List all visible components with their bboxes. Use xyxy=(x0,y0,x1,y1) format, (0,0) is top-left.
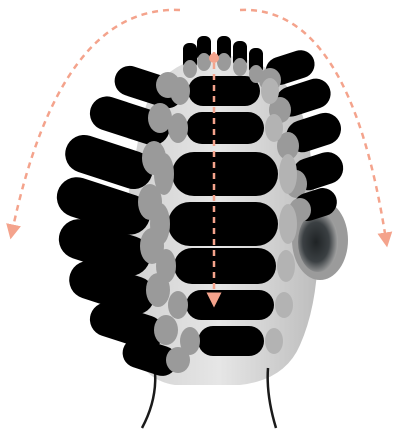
crown-roller xyxy=(249,48,263,83)
crown-roller xyxy=(183,43,197,78)
neck-right-line xyxy=(268,368,276,428)
neck-left-line xyxy=(142,372,155,428)
center-arrow-origin xyxy=(209,53,219,63)
crown-roller xyxy=(197,36,211,71)
crown-roller xyxy=(217,36,231,71)
crown-roller xyxy=(233,41,247,76)
